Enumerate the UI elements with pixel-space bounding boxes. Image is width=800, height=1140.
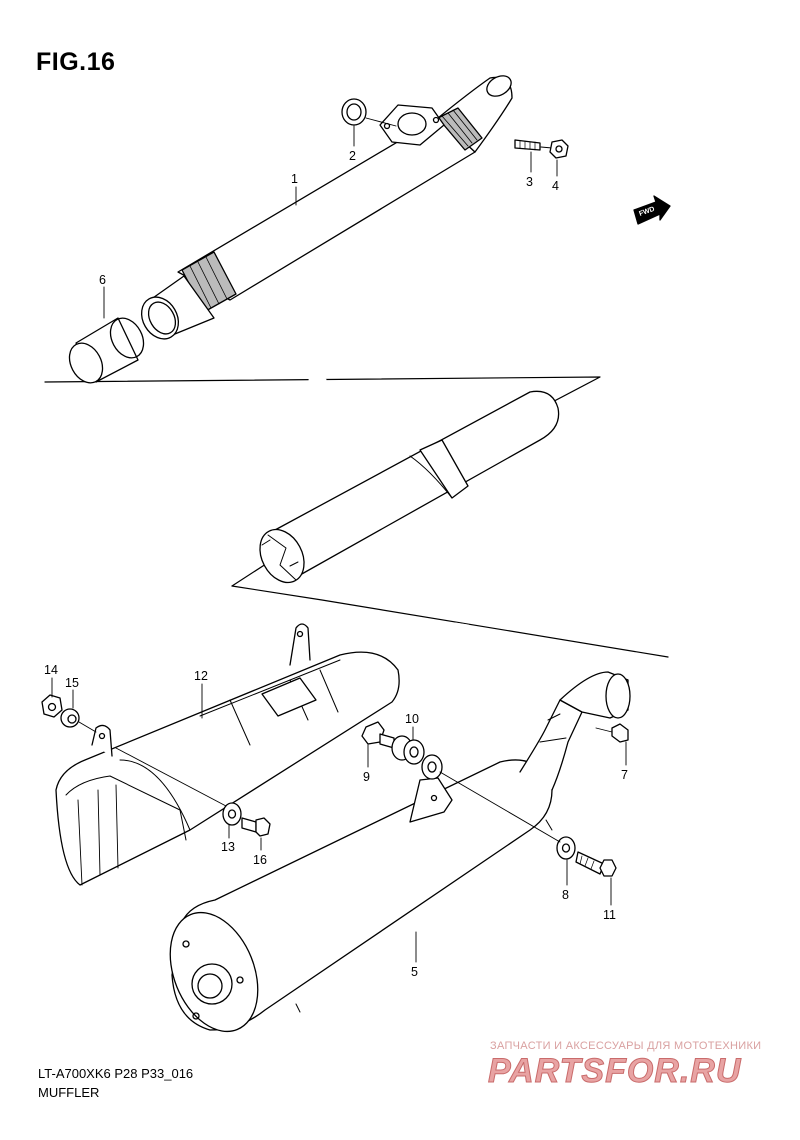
bolt-part-16 (241, 817, 271, 837)
bolt-part-9 (361, 721, 395, 749)
nut-part-14 (41, 694, 63, 718)
figure-name: MUFFLER (38, 1085, 100, 1100)
callout-16: 16 (253, 853, 267, 867)
callout-2: 2 (349, 149, 356, 163)
sleeve-part-6 (68, 317, 145, 384)
callout-11: 11 (603, 908, 616, 922)
callout-12: 12 (194, 669, 208, 683)
fwd-arrow-icon: FWD (633, 195, 671, 225)
callout-9: 9 (363, 770, 370, 784)
callout-14: 14 (44, 663, 58, 677)
callout-10: 10 (405, 712, 419, 726)
watermark-logo: PARTSFOR.RU (487, 1052, 742, 1091)
muffler-part-5 (169, 671, 631, 1033)
callout-15: 15 (65, 676, 79, 690)
watermark-tagline: ЗАПЧАСТИ И АКСЕССУАРЫ ДЛЯ МОТОТЕХНИКИ (490, 1040, 762, 1052)
callout-4: 4 (552, 179, 559, 193)
callout-6: 6 (99, 273, 106, 287)
bolt-part-11 (575, 851, 617, 877)
stud-part-3 (514, 139, 553, 151)
gasket-part-2 (341, 98, 397, 127)
callout-5: 5 (411, 965, 418, 979)
bolt-part-7 (595, 723, 629, 743)
callout-1: 1 (291, 172, 298, 186)
callout-8: 8 (562, 888, 569, 902)
callout-3: 3 (526, 175, 533, 189)
nut-part-4 (549, 139, 569, 159)
grommet-part-15 (60, 708, 97, 733)
washer-part-8 (439, 771, 576, 860)
heat-shield-part-12 (55, 623, 400, 886)
callout-13: 13 (221, 840, 235, 854)
callout-7: 7 (621, 768, 628, 782)
exhaust-pipe-part-1 (140, 75, 513, 340)
callout-leaders (51, 125, 627, 963)
damper-part-10 (391, 735, 443, 780)
figure-title: FIG.16 (36, 48, 116, 76)
washer-part-13 (115, 747, 242, 826)
pipe-middle-section (259, 390, 560, 584)
figure-code: LT-A700XK6 P28 P33_016 (38, 1066, 194, 1081)
